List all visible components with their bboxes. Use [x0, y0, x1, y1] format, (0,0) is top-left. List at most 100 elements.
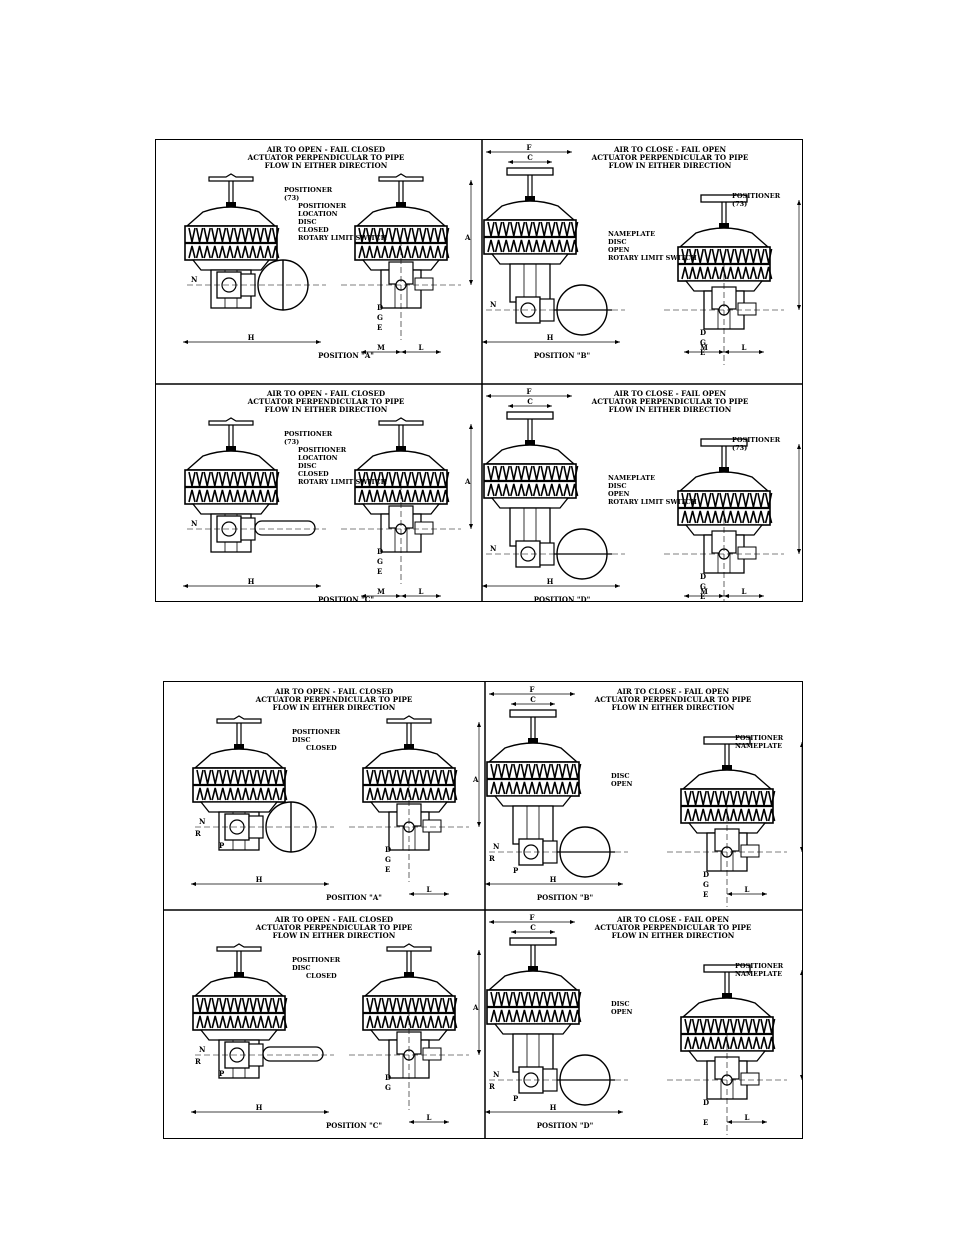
panel-heading: ACTUATOR PERPENDICULAR TO PIPE [247, 397, 405, 406]
handwheel [703, 964, 751, 973]
dim-label: P [513, 866, 519, 875]
callout-label: DISC [292, 964, 311, 972]
callout-label: ROTARY LIMIT SWITCH [608, 498, 697, 506]
handwheel [509, 937, 557, 946]
position-label: POSITION "D" [534, 595, 590, 601]
dim-label: L [742, 343, 747, 352]
diaphragm-bottom [493, 1023, 573, 1035]
dim-label: E [385, 865, 390, 874]
dim-label: P [219, 841, 225, 850]
dim-label: R [489, 1082, 495, 1091]
panel-heading: ACTUATOR PERPENDICULAR TO PIPE [255, 695, 413, 704]
t-handle [208, 417, 254, 426]
dim-label: M [700, 587, 708, 596]
dim-label: L [427, 885, 432, 894]
callout-label: POSITIONER [298, 202, 347, 210]
stem-nut [226, 202, 236, 208]
callout-label: DISC [298, 462, 317, 470]
dim-label: F [530, 913, 535, 922]
dim-label: N [191, 519, 198, 528]
dim-label: M [700, 343, 708, 352]
position-label: POSITION "C" [326, 1121, 382, 1130]
diaphragm-top [355, 206, 447, 227]
dim-label: L [742, 587, 747, 596]
dim-label: C [530, 695, 536, 704]
callout-label: (73) [284, 438, 299, 446]
dim-label: M [377, 343, 385, 352]
callout-label: OPEN [611, 780, 633, 788]
dim-label: G [385, 1083, 391, 1092]
right-actuator [362, 715, 458, 851]
side-positioner [422, 1047, 442, 1061]
side-positioner [737, 302, 757, 316]
stem-nut [528, 738, 538, 744]
stem-nut [396, 446, 406, 452]
dim-label: L [419, 587, 424, 596]
dim-label: G [377, 557, 383, 566]
callout-label: ROTARY LIMIT SWITCH [608, 254, 697, 262]
panel-heading: ACTUATOR PERPENDICULAR TO PIPE [247, 153, 405, 162]
callout-label: CLOSED [298, 226, 329, 234]
dim-label: L [427, 1113, 432, 1122]
panel-heading: AIR TO OPEN - FAIL CLOSED [274, 687, 393, 696]
panel-heading: FLOW IN EITHER DIRECTION [265, 161, 388, 170]
dim-label: D [703, 870, 709, 879]
panel-heading: FLOW IN EITHER DIRECTION [609, 405, 732, 414]
dim-label: E [703, 1118, 708, 1127]
dim-label: F [527, 143, 532, 152]
right-actuator [680, 736, 776, 872]
callout-label: NAMEPLATE [735, 742, 782, 750]
dim-label: C [530, 923, 536, 932]
callout-label: POSITIONER [292, 956, 341, 964]
dim-label: F [527, 387, 532, 396]
stem-nut [404, 744, 414, 750]
yoke [509, 507, 551, 547]
panel-heading: ACTUATOR PERPENDICULAR TO PIPE [591, 397, 749, 406]
handwheel [700, 438, 748, 447]
callout-label: POSITIONER [292, 728, 341, 736]
dim-label: N [490, 300, 497, 309]
diaphragm-bottom [199, 1029, 279, 1041]
right-actuator [362, 943, 458, 1079]
diaphragm-top [185, 206, 277, 227]
position-label: POSITION "A" [318, 351, 374, 360]
t-handle [386, 715, 432, 724]
callout-label: LOCATION [298, 454, 338, 462]
dim-label: E [703, 890, 708, 899]
diaphragm-bottom [191, 503, 271, 515]
panel-heading: AIR TO CLOSE - FAIL OPEN [616, 687, 730, 696]
position-label: POSITION "B" [537, 893, 593, 902]
dim-label: H [248, 333, 255, 342]
callout-label: (73) [732, 200, 747, 208]
dim-label: H [550, 875, 557, 884]
stem-nut [234, 972, 244, 978]
dim-label: D [377, 547, 383, 556]
dim-label: C [527, 397, 533, 406]
dim-label: E [700, 348, 705, 357]
diaphragm-top [681, 769, 773, 790]
panel-heading: AIR TO OPEN - FAIL CLOSED [266, 389, 385, 398]
dim-label: H [547, 577, 554, 586]
left-actuator [483, 411, 579, 547]
side-positioner [422, 819, 442, 833]
dim-label: G [377, 313, 383, 322]
diaphragm-bottom [490, 253, 570, 265]
stem-nut [404, 972, 414, 978]
diaphragm-top [487, 970, 579, 991]
callout-label: OPEN [611, 1008, 633, 1016]
callout-label: DISC [611, 1000, 630, 1008]
dim-label: A [472, 1003, 479, 1012]
dim-label: N [199, 817, 206, 826]
dim-label: N [493, 842, 500, 851]
t-handle [216, 943, 262, 952]
stem-nut [525, 196, 535, 202]
dim-label: R [195, 829, 201, 838]
dim-label: H [550, 1103, 557, 1112]
dim-label: N [493, 1070, 500, 1079]
callout-label: NAMEPLATE [608, 230, 655, 238]
dim-label: R [489, 854, 495, 863]
